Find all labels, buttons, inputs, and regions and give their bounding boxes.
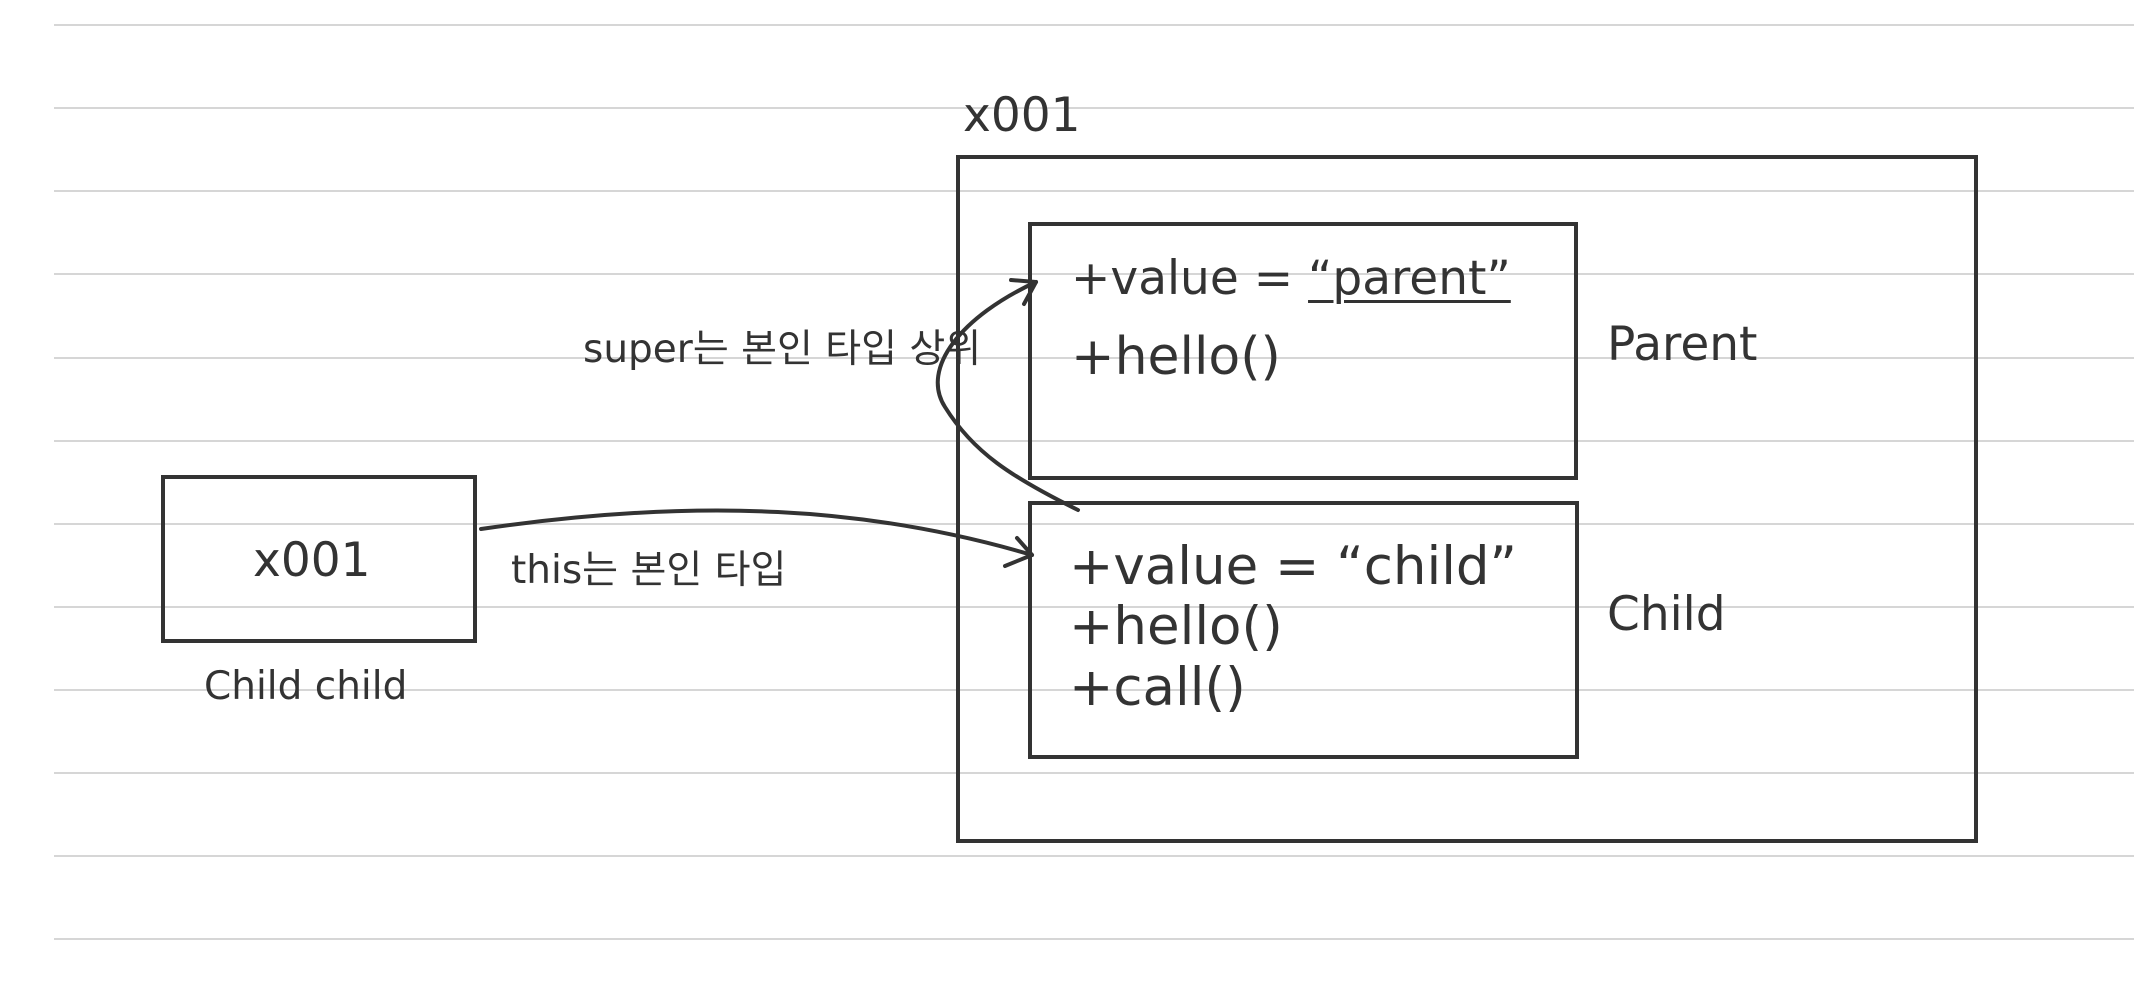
this-arrow-head	[1003, 536, 1034, 568]
parent-hello-method: +hello()	[1071, 327, 1281, 387]
parent-section-box	[1028, 222, 1578, 480]
reference-variable-caption: Child child	[204, 664, 408, 709]
child-section-box	[1028, 501, 1579, 759]
super-arrow-head	[1009, 278, 1038, 306]
super-arrow-label: super는 본인 타입 상위	[583, 327, 982, 372]
parent-field-value: “parent”	[1308, 251, 1511, 306]
heap-instance-box	[956, 155, 1978, 843]
reference-box	[161, 475, 477, 643]
super-arrow-line	[935, 280, 1080, 512]
reference-value: x001	[253, 533, 371, 588]
heap-address-label: x001	[963, 88, 1081, 143]
child-hello-method: +hello()	[1069, 596, 1283, 657]
parent-field-prefix: +value =	[1071, 251, 1309, 306]
child-value-field: +value = “child”	[1069, 536, 1518, 597]
child-class-label: Child	[1607, 587, 1726, 642]
ruled-paper-lines	[54, 24, 2134, 940]
parent-value-field: +value = “parent”	[1071, 255, 1511, 302]
this-arrow-line	[479, 508, 1034, 557]
this-arrow-label: this는 본인 타입	[511, 548, 787, 593]
parent-class-label: Parent	[1607, 317, 1758, 372]
child-call-method: +call()	[1069, 657, 1246, 718]
